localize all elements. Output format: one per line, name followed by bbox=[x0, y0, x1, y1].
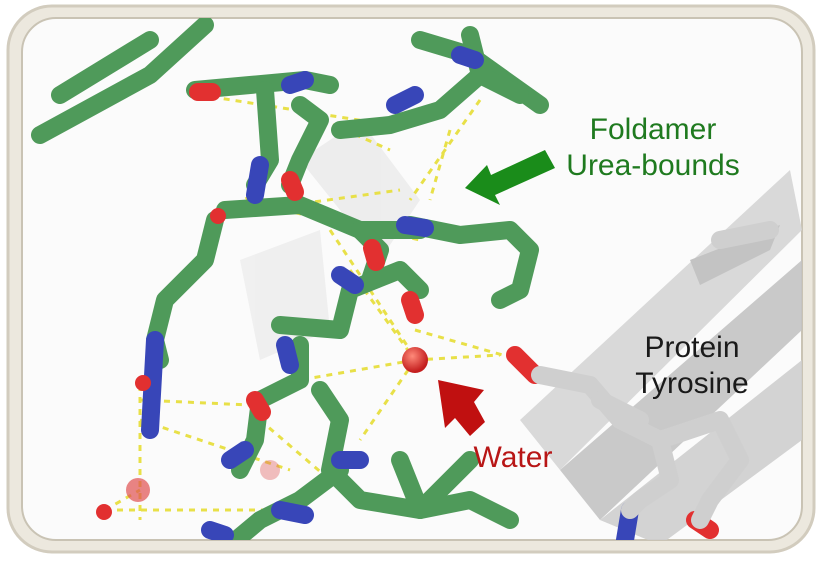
foldamer-arrow bbox=[465, 150, 555, 205]
nitrogen-atoms bbox=[141, 46, 639, 540]
protein-tyrosine-label: Protein Tyrosine bbox=[612, 330, 772, 402]
water-molecules bbox=[96, 208, 428, 520]
tyrosine-sticks bbox=[531, 221, 779, 529]
water-arrow bbox=[438, 380, 485, 436]
water-label: Water bbox=[473, 441, 553, 474]
foldamer-urea-bounds-label: Foldamer Urea-bounds bbox=[548, 112, 758, 184]
foldamer-label-line2: Urea-bounds bbox=[566, 149, 740, 182]
foldamer-label-line1: Foldamer bbox=[589, 113, 717, 146]
protein-label-line1: Protein bbox=[644, 331, 740, 364]
protein-label-line2: Tyrosine bbox=[635, 367, 749, 400]
